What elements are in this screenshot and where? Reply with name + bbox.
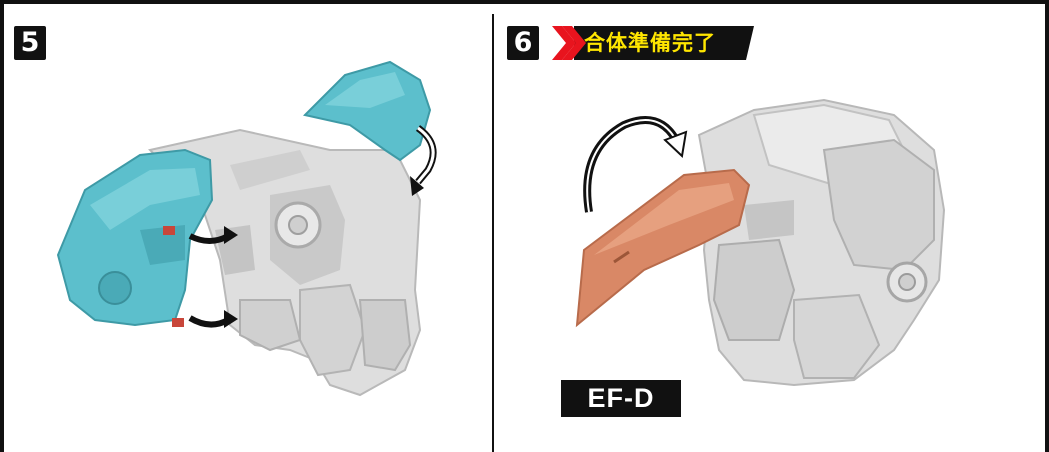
step-5-illustration: [56, 60, 437, 397]
part-label: EF-D: [587, 383, 655, 413]
robot-head: [697, 98, 946, 387]
chevron-right-icon: [562, 26, 586, 60]
flip-arrow-icon: [583, 116, 688, 213]
step-6-panel: 6 合体準備完了: [494, 0, 1049, 452]
chevron-right-icon: [552, 26, 576, 60]
step-6-illustration: [575, 98, 946, 387]
panel-divider: [492, 14, 494, 452]
step-5-panel: 5: [0, 0, 492, 452]
blue-wing-right: [303, 60, 432, 162]
curved-arrow-icon: [188, 310, 238, 328]
part-label-box: EF-D: [561, 380, 681, 417]
blue-wing-left: [56, 148, 214, 327]
step-number-badge: 5: [14, 26, 46, 60]
curved-arrow-icon: [410, 125, 437, 196]
curved-arrow-icon: [188, 226, 238, 244]
banner-text: 合体準備完了: [584, 31, 716, 55]
banner-shape: [552, 26, 754, 60]
orange-blade: [575, 168, 751, 328]
step-number-badge: 6: [507, 26, 539, 60]
completion-banner: 合体準備完了: [550, 26, 754, 60]
